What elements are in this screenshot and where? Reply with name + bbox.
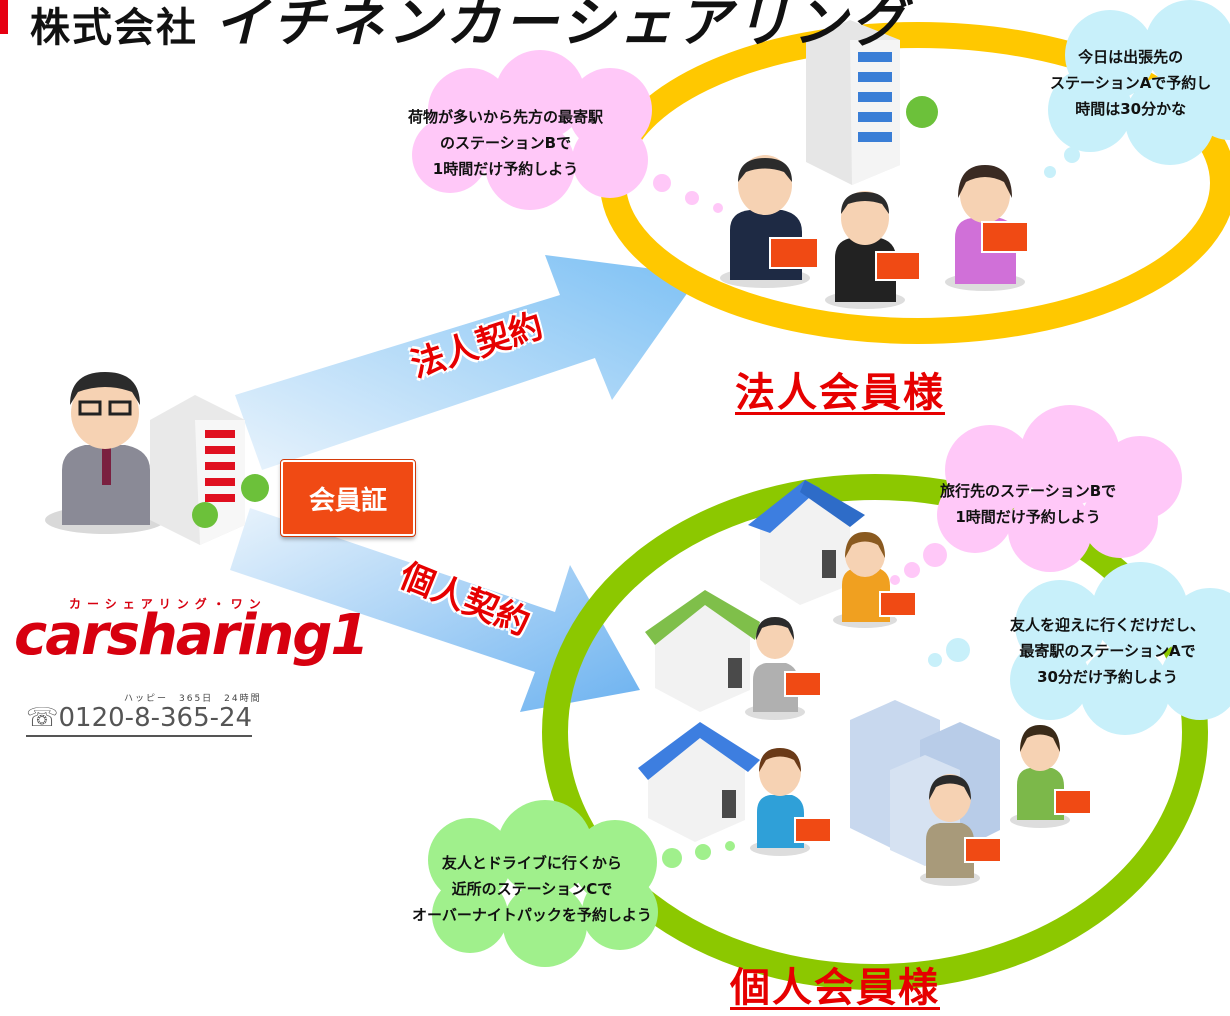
company-name: 株式会社 イチネンカーシェアリング xyxy=(30,0,909,57)
bubble-corporate-left-text: 荷物が多いから先方の最寄駅 のステーションBで 1時間だけ予約しよう xyxy=(408,104,603,182)
bubble-personal-top xyxy=(890,405,1182,585)
corporate-building xyxy=(806,20,938,185)
personal-member-title: 個人会員様 xyxy=(730,965,940,1011)
bubble-line: 1時間だけ予約しよう xyxy=(432,160,579,178)
company-prefix: 株式会社 xyxy=(30,5,198,51)
bubble-personal-right-text: 友人を迎えに行くだけだし、 最寄駅のステーションAで 30分だけ予約しよう xyxy=(1010,612,1205,690)
bubble-line: 30分だけ予約しよう xyxy=(1037,668,1178,686)
bubble-line: 最寄駅のステーションAで xyxy=(1019,642,1196,660)
bubble-personal-right xyxy=(928,562,1230,735)
corporate-member-title: 法人会員様 xyxy=(735,370,945,416)
logo-tagline: ハッピー 365日 24時間 xyxy=(124,694,262,704)
bubble-line: 友人とドライブに行くから xyxy=(441,854,622,872)
bubble-corporate-left xyxy=(412,50,723,213)
corporate-arrow xyxy=(235,255,700,470)
bubble-personal-bottom-text: 友人とドライブに行くから 近所のステーションCで オーバーナイトパックを予約しよ… xyxy=(412,850,652,928)
left-building xyxy=(150,395,269,545)
personal-ring xyxy=(542,474,1208,990)
bubble-line: 旅行先のステーションBで xyxy=(940,482,1117,500)
personal-people xyxy=(745,532,1092,886)
member-card: 会員証 xyxy=(280,459,416,537)
logo-kana: カーシェアリング・ワン xyxy=(69,597,267,611)
carsharing1-logo: カーシェアリング・ワン carsharing1 ハッピー 365日 24時間 ☏… xyxy=(14,585,369,760)
bubble-personal-bottom xyxy=(428,800,735,967)
corner-mark xyxy=(0,0,8,34)
bubble-line: のステーションBで xyxy=(439,134,572,152)
logo-phone: ☏0120-8-365-24 xyxy=(26,703,253,737)
phone-number: 0120-8-365-24 xyxy=(58,703,253,733)
house-green xyxy=(645,590,760,712)
house-blue-top xyxy=(748,480,865,605)
bubble-line: オーバーナイトパックを予約しよう xyxy=(412,906,652,924)
bubble-line: 荷物が多いから先方の最寄駅 xyxy=(408,108,604,126)
corporate-people xyxy=(720,155,1029,309)
house-blue-bottom xyxy=(638,722,760,842)
personal-arrow xyxy=(230,508,640,712)
bubble-line: 今日は出張先の xyxy=(1078,48,1184,66)
bubble-corporate-right-text: 今日は出張先の ステーションAで予約し 時間は30分かな xyxy=(1050,44,1211,122)
bubble-corporate-right xyxy=(1044,0,1230,178)
bubble-line: 1時間だけ予約しよう xyxy=(955,508,1101,526)
company-brand: イチネンカーシェアリング xyxy=(213,0,909,54)
bubble-line: 近所のステーションCで xyxy=(451,880,613,898)
logo-wordmark: carsharing1 xyxy=(14,603,369,668)
bubble-line: 時間は30分かな xyxy=(1075,100,1187,118)
bubble-line: 友人を迎えに行くだけだし、 xyxy=(1010,616,1206,634)
bubble-line: ステーションAで予約し xyxy=(1050,74,1212,92)
left-businessman xyxy=(45,372,165,534)
phone-icon: ☏ xyxy=(26,703,59,733)
bubble-personal-top-text: 旅行先のステーションBで 1時間だけ予約しよう xyxy=(940,478,1116,530)
